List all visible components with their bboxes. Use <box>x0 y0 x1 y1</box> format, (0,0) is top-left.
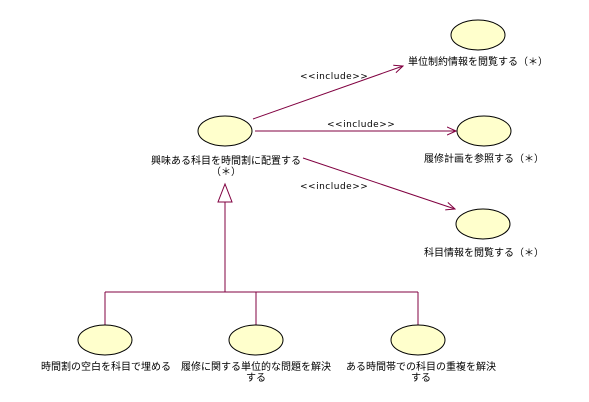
usecase-solve-subject-overlap[interactable] <box>390 324 446 356</box>
usecase-solve-unit-problems-label: 履修に関する単位的な問題を解決する <box>181 362 331 384</box>
usecase-solve-unit-problems[interactable] <box>228 324 284 356</box>
include-label-subject-info: <<include>> <box>300 182 369 192</box>
include-line-unit-constraints[interactable] <box>252 66 403 120</box>
usecase-view-course-plan-label: 履修計画を参照する（＊） <box>424 154 544 165</box>
generalization-arrowhead <box>217 182 233 203</box>
include-label-course-plan: <<include>> <box>327 120 396 130</box>
usecase-view-unit-constraints[interactable] <box>450 19 506 51</box>
usecase-view-subject-info[interactable] <box>455 208 511 240</box>
usecase-main-label: 興味ある科目を時間割に配置する（＊） <box>151 156 301 178</box>
usecase-fill-timetable-gaps-label: 時間割の空白を科目で埋める <box>41 362 171 373</box>
usecase-view-subject-info-label: 科目情報を閲覧する（＊） <box>424 248 544 259</box>
usecase-main[interactable] <box>197 115 253 147</box>
usecase-solve-subject-overlap-label: ある時間帯での科目の重複を解決する <box>346 362 496 384</box>
include-line-subject-info[interactable] <box>302 157 455 209</box>
usecase-fill-timetable-gaps[interactable] <box>77 324 133 356</box>
usecase-view-course-plan[interactable] <box>456 115 512 147</box>
include-label-unit-constraints: <<include>> <box>300 72 369 82</box>
usecase-view-unit-constraints-label: 単位制約情報を閲覧する（＊） <box>408 57 548 68</box>
